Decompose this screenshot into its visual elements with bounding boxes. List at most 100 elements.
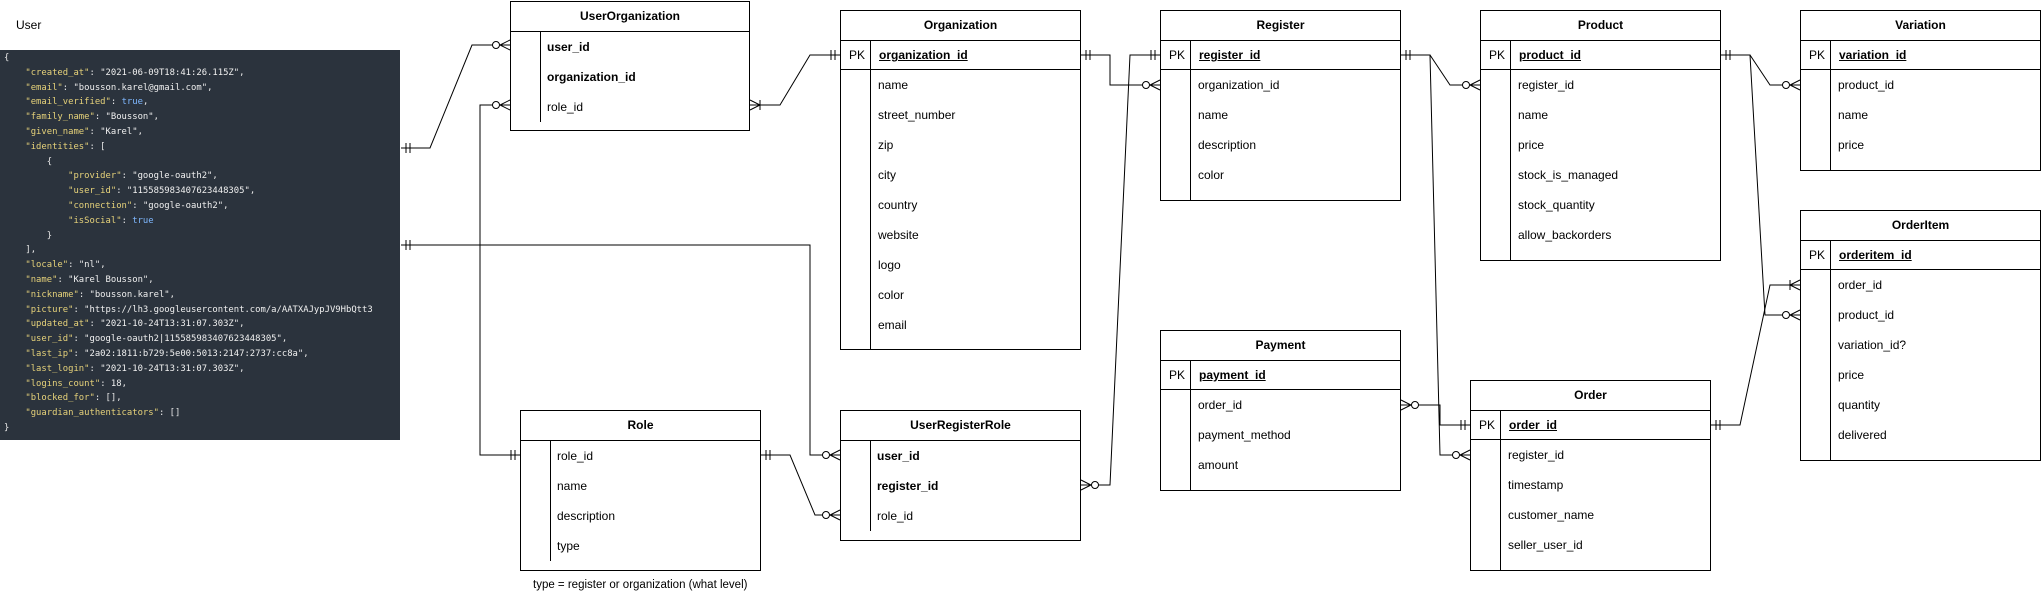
pk-label: PK <box>1809 48 1826 62</box>
entity-body: role_id name description type <box>521 441 760 561</box>
pk-field: order_id <box>1509 418 1558 432</box>
primary-key-row: PK organization_id <box>841 40 1080 70</box>
field: logo <box>878 258 901 272</box>
user-json-sample: { "created_at": "2021-06-09T18:41:26.115… <box>0 50 400 440</box>
json-line: "given_name": "Karel", <box>25 126 143 137</box>
field: description <box>557 509 616 523</box>
entity-body: register_id timestamp customer_name sell… <box>1471 440 1710 570</box>
one-one-marker <box>510 450 516 460</box>
field: color <box>1198 168 1225 182</box>
field: role_id <box>557 449 594 463</box>
primary-key-row: PK orderitem_id <box>1801 240 2040 270</box>
field: street_number <box>878 108 956 122</box>
field: name <box>1838 108 1869 122</box>
relationship-line <box>479 104 520 456</box>
optional-marker <box>492 41 500 49</box>
entity-order[interactable]: Order PK order_id register_id timestamp … <box>1470 380 1711 571</box>
pk-label: PK <box>849 48 866 62</box>
one-one-marker <box>765 450 771 460</box>
field: name <box>557 479 588 493</box>
optional-marker <box>822 511 830 519</box>
field: customer_name <box>1508 508 1595 522</box>
entity-payment[interactable]: Payment PK payment_id order_id payment_m… <box>1160 330 1401 491</box>
field: stock_is_managed <box>1518 168 1619 182</box>
field: product_id <box>1838 308 1895 322</box>
field: country <box>878 198 918 212</box>
field: name <box>878 78 909 92</box>
relationship-line <box>1401 54 1470 456</box>
entity-register[interactable]: Register PK register_id organization_id … <box>1160 10 1401 201</box>
pk-field: payment_id <box>1199 368 1266 382</box>
field: seller_user_id <box>1508 538 1583 552</box>
relationship-line <box>1721 54 1800 86</box>
primary-key-row: PK variation_id <box>1801 40 2040 70</box>
entity-body: product_id name price <box>1801 70 2040 170</box>
json-line: "isSocial": true <box>68 215 154 226</box>
relationship-line <box>750 54 840 106</box>
field: product_id <box>1838 78 1895 92</box>
json-line: } <box>4 230 53 241</box>
field: variation_id? <box>1838 338 1907 352</box>
entity-title: OrderItem <box>1891 218 1950 232</box>
json-line: "logins_count": 18, <box>25 378 127 389</box>
entity-body: organization_id name description color <box>1161 70 1400 200</box>
relationship-line <box>401 44 510 149</box>
entity-title: Role <box>521 411 760 441</box>
optional-marker <box>822 451 830 459</box>
field: price <box>1838 138 1865 152</box>
entity-product[interactable]: Product PK product_id register_id name p… <box>1480 10 1721 261</box>
entity-body: order_id payment_method amount <box>1161 390 1400 490</box>
entity-user-organization[interactable]: UserOrganization user_id organization_id… <box>510 1 750 131</box>
entity-organization[interactable]: Organization PK organization_id name str… <box>840 10 1081 350</box>
relationship-line <box>401 244 840 456</box>
pk-label: PK <box>1169 368 1186 382</box>
relationship-line <box>1401 54 1480 86</box>
optional-marker <box>1462 81 1470 89</box>
entity-body: user_id register_id role_id <box>841 441 1080 531</box>
entity-body: register_id name price stock_is_managed … <box>1481 70 1720 260</box>
pk-field: product_id <box>1519 48 1581 62</box>
field: timestamp <box>1508 478 1564 492</box>
field: name <box>1198 108 1229 122</box>
pk-field: register_id <box>1199 48 1261 62</box>
optional-marker <box>1452 451 1460 459</box>
entity-title: Register <box>1256 18 1305 32</box>
relationship-line <box>1721 54 1800 316</box>
entity-variation[interactable]: Variation PK variation_id product_id nam… <box>1800 10 2041 171</box>
json-line: "provider": "google-oauth2", <box>68 171 218 182</box>
optional-marker <box>1782 311 1790 319</box>
primary-key-row: PK product_id <box>1481 40 1720 70</box>
pk-field: organization_id <box>879 48 968 62</box>
one-one-marker <box>1460 420 1466 430</box>
field: email <box>878 318 907 332</box>
entity-user-register-role[interactable]: UserRegisterRole user_id register_id rol… <box>840 410 1081 541</box>
json-line: ], <box>4 245 37 256</box>
json-line: "updated_at": "2021-10-24T13:31:07.303Z"… <box>25 319 245 330</box>
entity-body: name street_number zip city country webs… <box>841 70 1080 349</box>
entity-order-item[interactable]: OrderItem PK orderitem_id order_id produ… <box>1800 210 2041 461</box>
json-line: "email_verified": true, <box>25 97 149 108</box>
entity-role[interactable]: Role role_id name description type <box>520 410 761 571</box>
json-line: "connection": "google-oauth2", <box>68 200 229 211</box>
field: price <box>1838 368 1865 382</box>
field: register_id <box>1508 448 1565 462</box>
user-title: User <box>16 18 42 32</box>
optional-marker <box>1411 401 1419 409</box>
optional-marker <box>1782 81 1790 89</box>
field: price <box>1518 138 1545 152</box>
relationship-line <box>1711 284 1800 426</box>
one-one-marker <box>1715 420 1721 430</box>
one-one-marker <box>1150 50 1156 60</box>
json-line: { <box>4 156 53 167</box>
field: type <box>557 539 580 553</box>
field-register-id: register_id <box>877 479 939 493</box>
pk-field: orderitem_id <box>1839 248 1912 262</box>
relationship-line <box>761 454 840 516</box>
field: order_id <box>1198 398 1243 412</box>
field: website <box>878 228 919 242</box>
field: order_id <box>1838 278 1883 292</box>
pk-label: PK <box>1479 418 1496 432</box>
field: register_id <box>1518 78 1575 92</box>
pk-label: PK <box>1489 48 1506 62</box>
